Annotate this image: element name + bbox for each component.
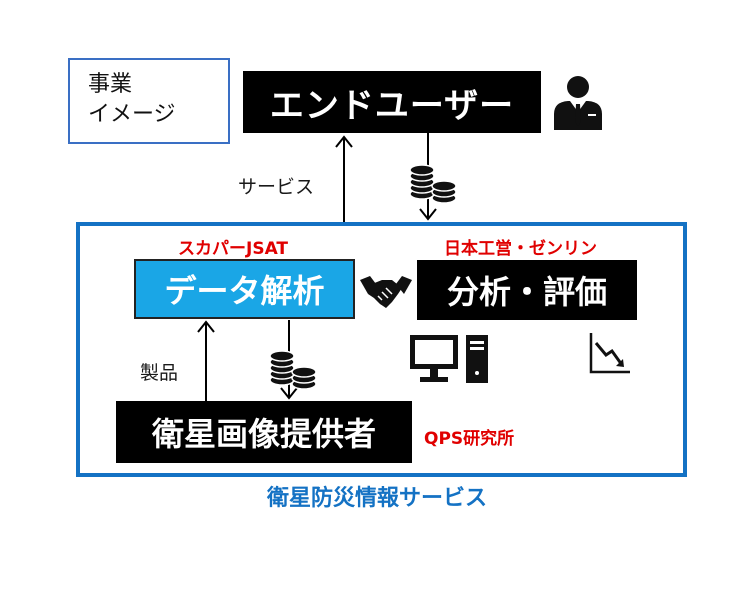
chart-down-icon: [589, 333, 630, 374]
service-arrow: [335, 135, 353, 225]
handshake-icon: [360, 276, 412, 308]
diagram-caption: 衛星防災情報サービス: [266, 486, 487, 511]
data-analysis-label: データ解析: [164, 272, 325, 310]
data-analysis-box: データ解析: [134, 259, 355, 319]
coins-icon-2: [269, 350, 317, 390]
company-label-data: スカパーJSAT: [178, 239, 289, 259]
legend-box: 事業 イメージ: [68, 58, 230, 144]
coins-icon: [409, 164, 457, 204]
image-provider-label: 衛星画像提供者: [151, 415, 376, 453]
end-user-box: エンドユーザー: [243, 71, 541, 133]
service-frame: [76, 222, 687, 477]
service-flow-label: サービス: [238, 176, 315, 198]
analysis-evaluation-box: 分析・評価: [417, 260, 637, 320]
company-label-eval: 日本工営・ゼンリン: [444, 239, 597, 259]
computer-icon: [410, 335, 488, 383]
product-flow-label: 製品: [140, 362, 179, 384]
businessman-icon: [554, 76, 602, 130]
legend-line-2: イメージ: [88, 102, 176, 127]
image-provider-box: 衛星画像提供者: [116, 401, 412, 463]
analysis-evaluation-label: 分析・評価: [446, 273, 607, 311]
end-user-label: エンドユーザー: [269, 85, 515, 126]
product-arrow: [197, 320, 215, 402]
legend-line-1: 事業: [88, 72, 133, 97]
company-label-provider: QPS研究所: [424, 429, 515, 449]
